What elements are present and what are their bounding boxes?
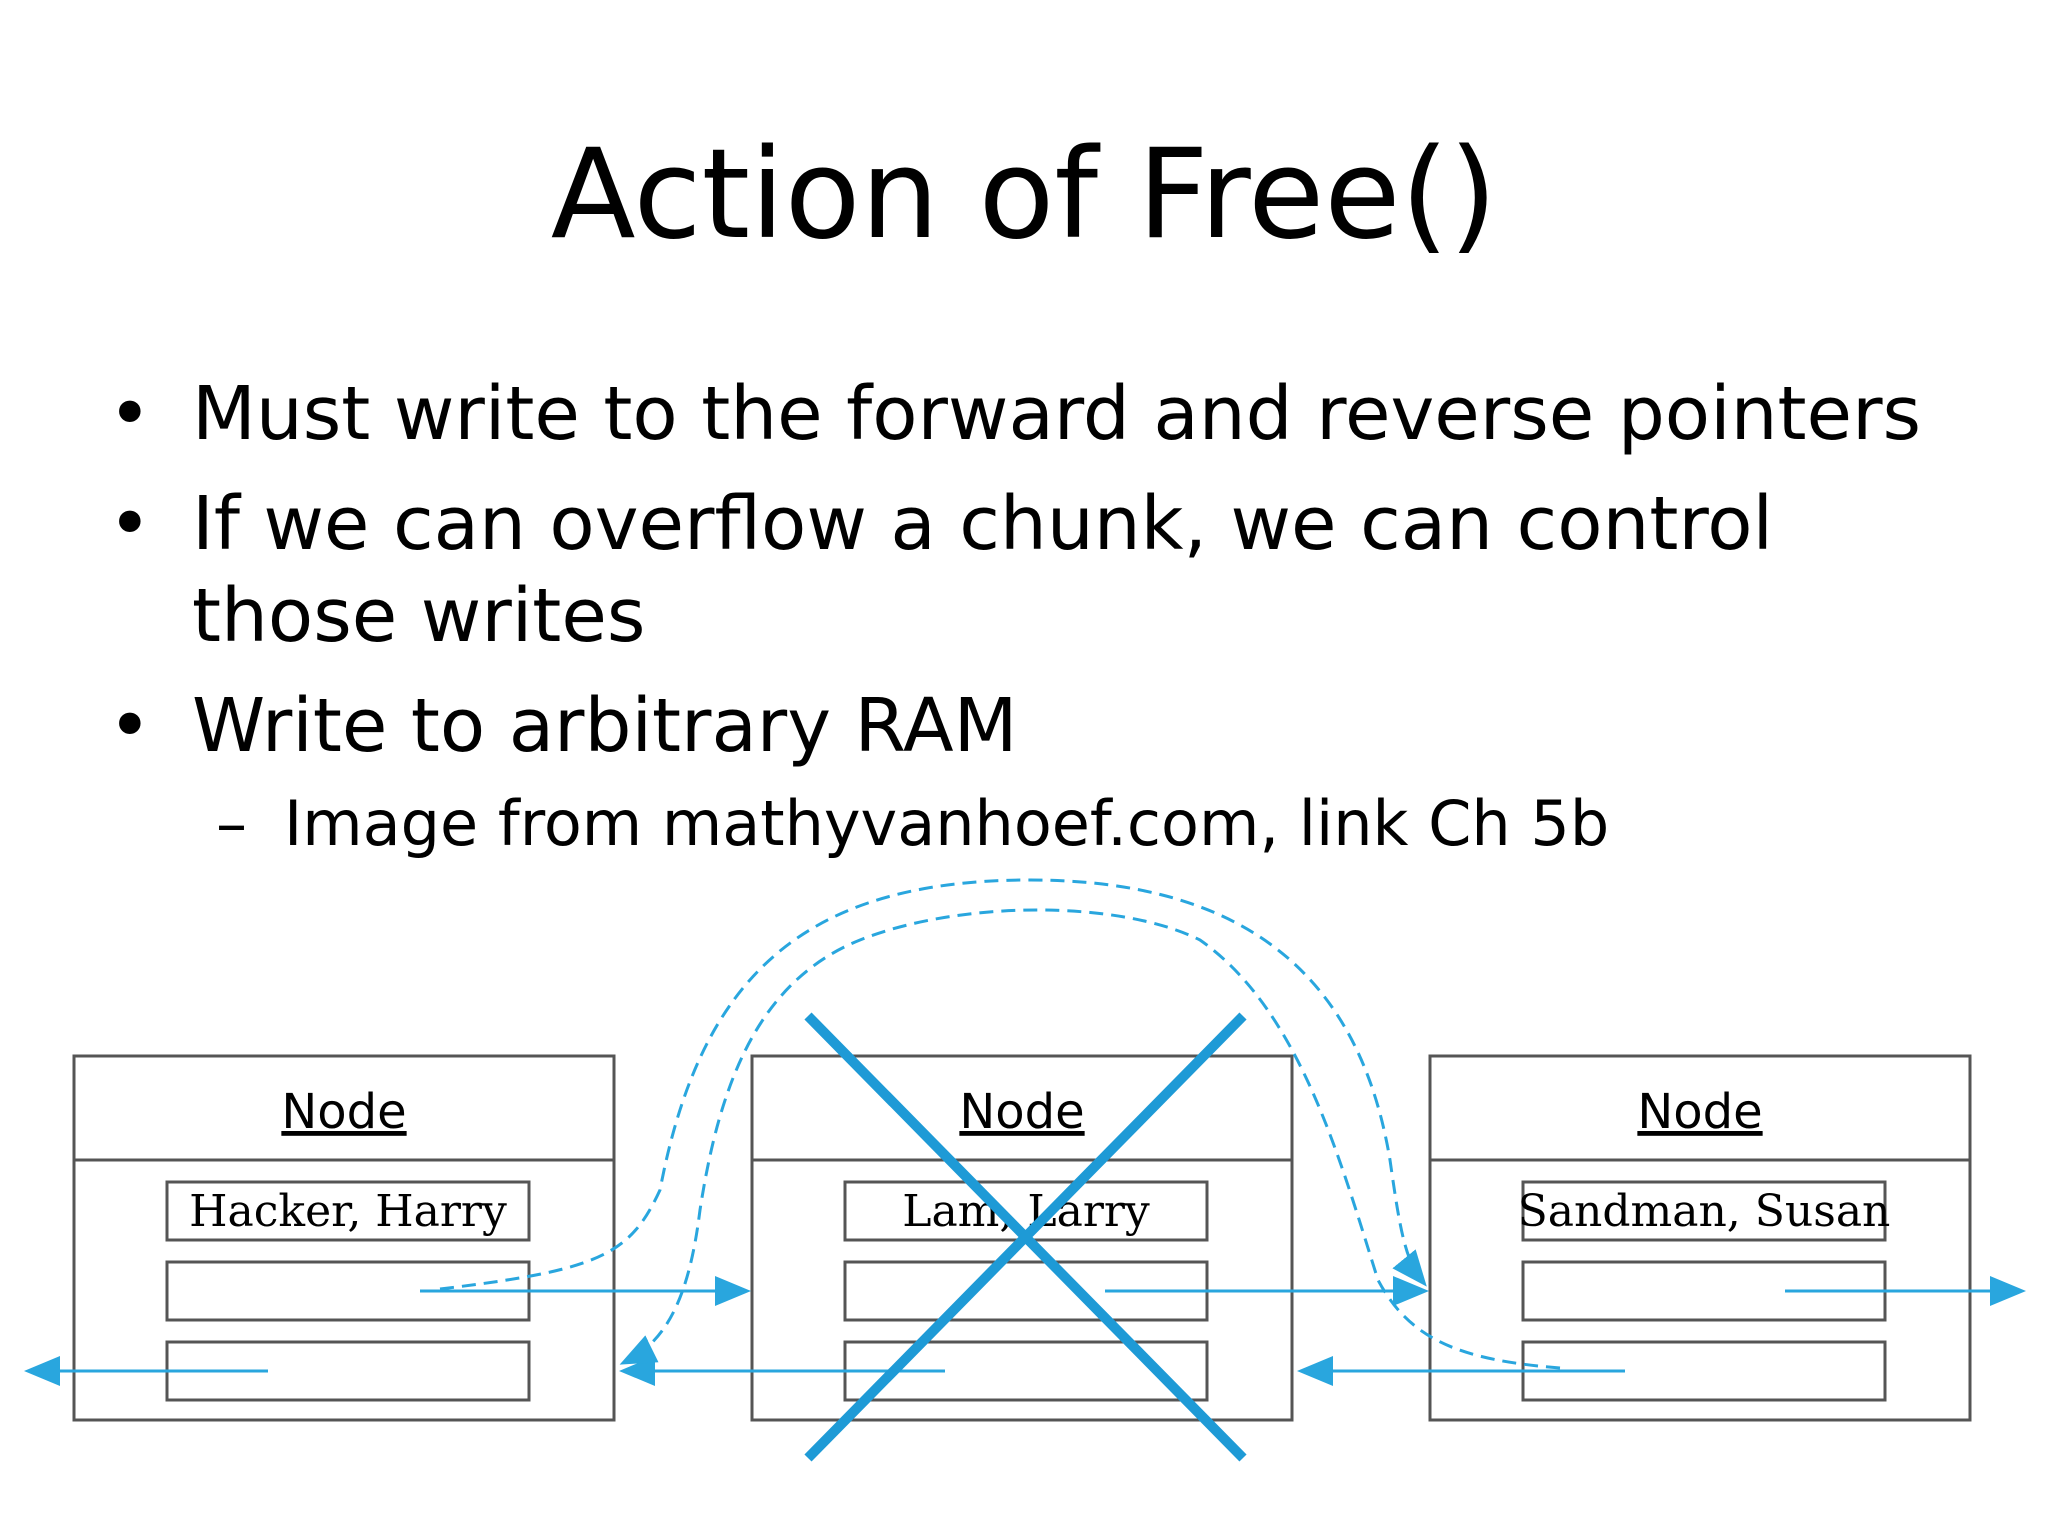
sub-bullet-item: – Image from mathyvanhoef.com, link Ch 5… (108, 784, 1968, 864)
slide-title: Action of Free() (550, 123, 1498, 267)
bullet-marker: • (108, 683, 152, 769)
cross-out-line (804, 1012, 1247, 1462)
linked-list-diagram: Node Hacker, Harry Node Lam, Larry Node … (24, 878, 2026, 1462)
dashed-reverse-bypass-arrow (619, 908, 1561, 1370)
bullet-text: Write to arbitrary RAM (192, 683, 1018, 769)
node-heading: Node (1637, 1084, 1762, 1140)
dashed-forward-bypass-arrow (439, 878, 1427, 1291)
bullet-item: • If we can overflow a chunk, we can con… (108, 478, 1872, 662)
sub-bullet-marker: – (216, 787, 247, 860)
bullet-list: • Must write to the forward and reverse … (108, 368, 1968, 864)
bullet-marker: • (108, 371, 152, 457)
sub-bullet-text: Image from mathyvanhoef.com, link Ch 5b (284, 787, 1610, 860)
bullet-text: Must write to the forward and reverse po… (192, 371, 1922, 457)
name-field (165, 1180, 531, 1242)
bullet-item: • Write to arbitrary RAM (108, 680, 1968, 772)
node-box-3: Node Sandman, Susan (1428, 1054, 1972, 1422)
node-heading: Node (959, 1084, 1084, 1140)
name-field (1521, 1180, 1887, 1242)
node-name: Sandman, Susan (1518, 1186, 1891, 1237)
node-box-1: Node Hacker, Harry (72, 1054, 616, 1422)
node-heading: Node (281, 1084, 406, 1140)
bullet-marker: • (108, 481, 152, 567)
node-name: Hacker, Harry (189, 1186, 507, 1237)
bullet-text: If we can overflow a chunk, we can contr… (192, 481, 1774, 659)
bullet-item: • Must write to the forward and reverse … (108, 368, 1968, 460)
node-name: Lam, Larry (902, 1186, 1150, 1237)
